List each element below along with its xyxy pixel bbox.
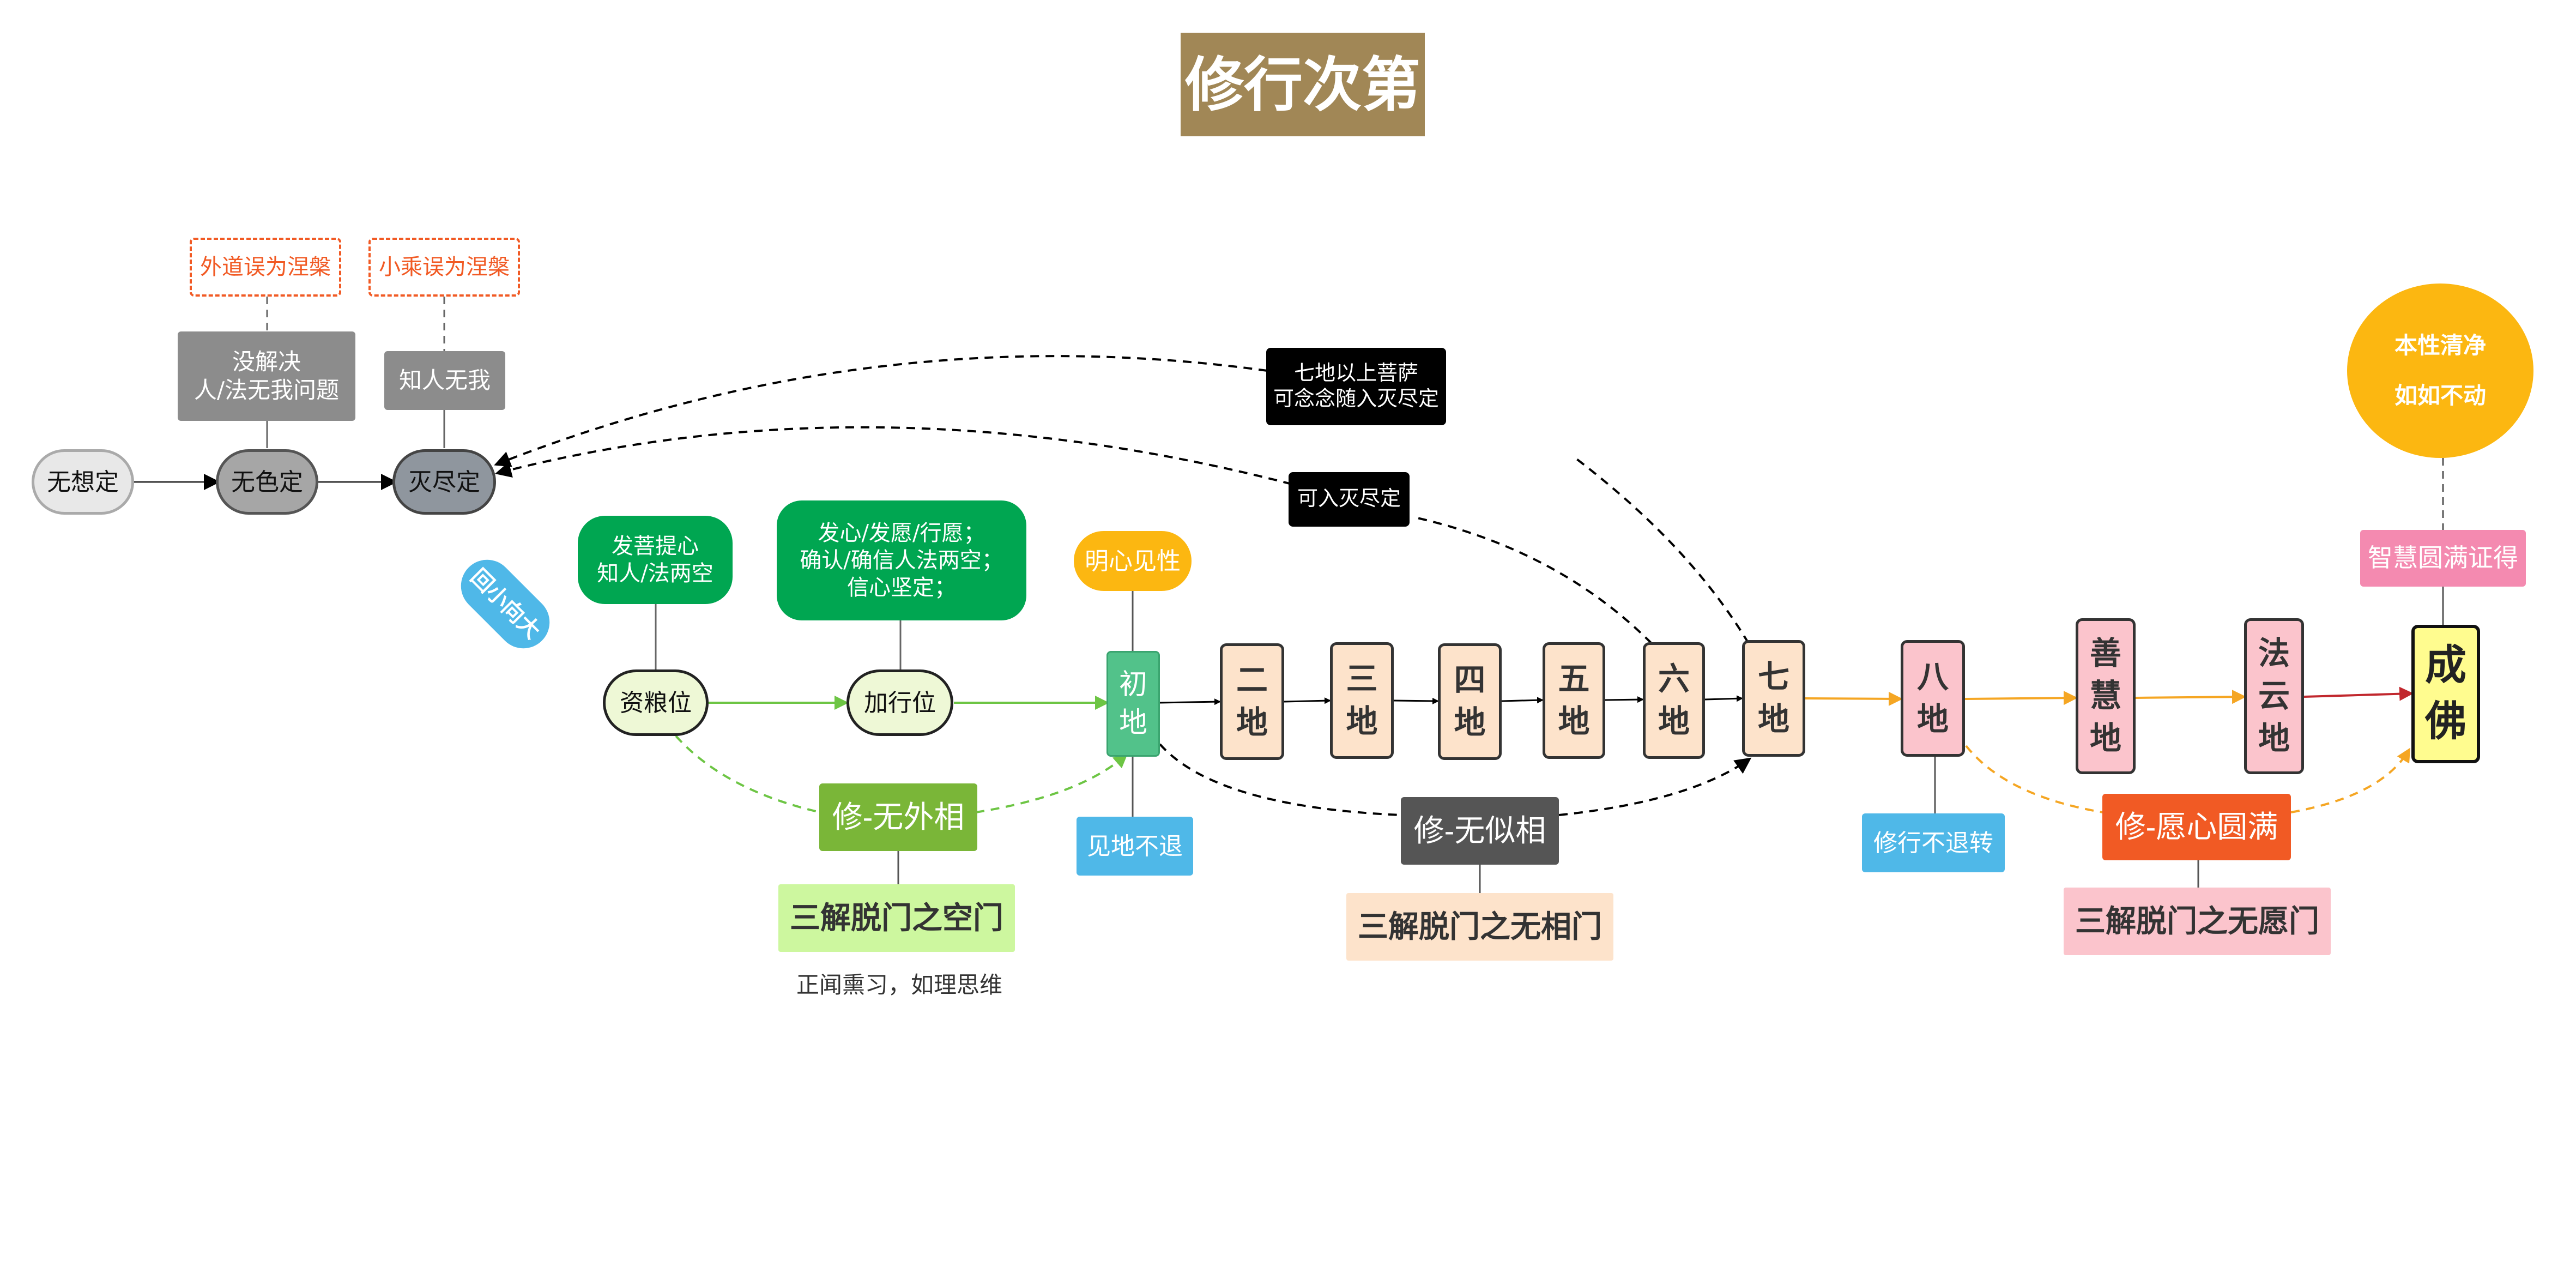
curve-vow-complete <box>1965 746 2409 813</box>
arrow-8-9 <box>1964 691 2078 705</box>
bhumi-4: 四 地 <box>1438 643 1502 760</box>
bhumi-8: 八 地 <box>1901 640 1965 757</box>
no-retreat-practice-label: 修行不退转 <box>1862 813 2005 872</box>
preparation-stage: 加行位 <box>846 669 953 736</box>
arc-seventh-top-to-cessation <box>494 355 1268 467</box>
cessation-samadhi: 灭尽定 <box>392 449 496 515</box>
arc-seventh-to-cessation <box>1574 457 1750 644</box>
small-vehicle-mistake: 小乘误为涅槃 <box>368 238 520 297</box>
intrinsic-pure-circle: 本性清净 如如不动 <box>2347 283 2533 458</box>
provision-note: 发菩提心 知人/法两空 <box>578 516 733 604</box>
bhumi-2: 二 地 <box>1220 643 1284 760</box>
arrow-6-7 <box>1704 695 1743 702</box>
gate-wishless: 三解脱门之无愿门 <box>2064 888 2331 955</box>
practice-no-likeness: 修-无似相 <box>1401 797 1559 865</box>
outer-path-mistake: 外道误为涅槃 <box>190 238 341 297</box>
wisdom-complete-label: 智慧圆满证得 <box>2360 530 2526 587</box>
buddhahood: 成 佛 <box>2411 625 2480 763</box>
bhumi-7: 七 地 <box>1742 640 1805 757</box>
gate-signless: 三解脱门之无相门 <box>1346 893 1613 961</box>
seventh-above-callout: 七地以上菩萨 可念念随入灭尽定 <box>1266 348 1446 425</box>
arrow-4-5 <box>1501 697 1544 704</box>
arrow-9-10 <box>2135 690 2246 704</box>
bhumi-9: 善 慧 地 <box>2076 618 2136 774</box>
page-title: 修行次第 <box>1181 33 1425 136</box>
curve-no-outer <box>675 735 1126 813</box>
practice-no-outer: 修-无外相 <box>819 783 977 851</box>
gate-emptiness: 三解脱门之空门 <box>778 884 1015 952</box>
arrow-10-buddha <box>2303 686 2414 701</box>
no-self-unsolved-note: 没解决 人/法无我问题 <box>178 331 355 421</box>
practice-vow-complete: 修-愿心圆满 <box>2102 794 2291 860</box>
arrow-5-6 <box>1605 696 1644 703</box>
arrow-2-3 <box>1284 697 1331 704</box>
no-retreat-view-label: 见地不退 <box>1077 817 1193 876</box>
formless-samadhi: 无色定 <box>216 449 318 515</box>
no-thought-samadhi: 无想定 <box>32 449 134 515</box>
bhumi-1: 初 地 <box>1106 651 1160 757</box>
arc-sixth-to-cessation <box>1417 517 1653 644</box>
emptiness-note: 正闻熏习，如理思维 <box>796 972 1002 998</box>
arrow-7-8 <box>1805 691 1903 706</box>
arrow-1-2 <box>1159 698 1221 705</box>
bhumi-10: 法 云 地 <box>2244 618 2304 774</box>
provision-stage: 资粮位 <box>603 669 709 736</box>
bhumi-5: 五 地 <box>1543 642 1605 759</box>
see-nature-label: 明心见性 <box>1074 531 1192 591</box>
preparation-note: 发心/发愿/行愿； 确认/确信人法两空； 信心坚定； <box>777 500 1026 620</box>
curve-no-likeness <box>1159 744 1750 816</box>
bhumi-6: 六 地 <box>1643 642 1705 759</box>
bhumi-3: 三 地 <box>1330 642 1394 759</box>
can-enter-callout: 可入灭尽定 <box>1289 472 1410 527</box>
know-no-self-note: 知人无我 <box>384 351 505 410</box>
arc-can-enter-to-cessation <box>495 426 1292 485</box>
